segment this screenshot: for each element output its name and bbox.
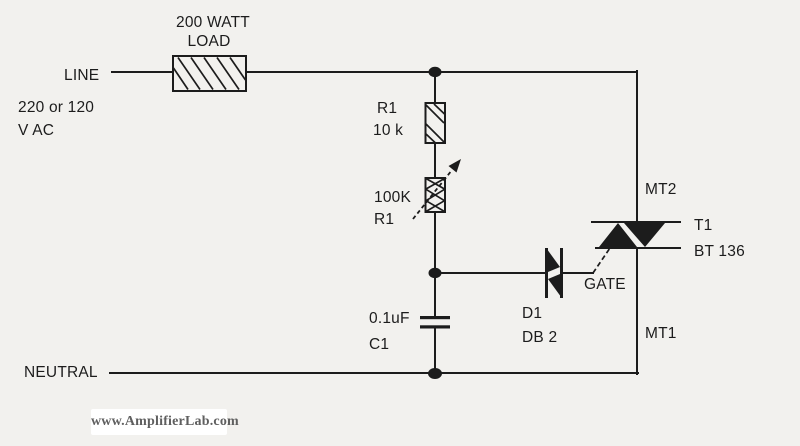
wiper-arrow-shaft <box>412 169 453 220</box>
capacitor-name-label: C1 <box>369 336 389 353</box>
labels: 200 WATT LOAD LINE 220 or 120 V AC R1 10… <box>18 14 745 381</box>
capacitor-c1-symbol <box>420 316 450 329</box>
diac-value-label: DB 2 <box>522 329 557 346</box>
line-terminal-label: LINE <box>64 67 99 84</box>
watermark: www.AmplifierLab.com <box>91 409 239 435</box>
triac-triangle-up <box>599 223 637 247</box>
resistor-r1-body <box>424 102 446 144</box>
potentiometer-name-label: R1 <box>374 211 394 228</box>
diac-triangle-upper <box>548 250 560 272</box>
load-name-label: LOAD <box>187 33 230 50</box>
triac-gate-label: GATE <box>584 276 626 293</box>
junction-dot-bottom <box>428 368 442 379</box>
diac-name-label: D1 <box>522 305 542 322</box>
triac-mt2-label: MT2 <box>645 181 677 198</box>
triac-t1-symbol <box>591 221 681 274</box>
capacitor-plate-top <box>420 316 450 320</box>
gate-lead <box>592 247 611 274</box>
junction-dot-top <box>428 66 442 78</box>
potentiometer-body <box>424 177 446 213</box>
capacitor-plate-bottom <box>420 325 450 329</box>
triac-mt1-label: MT1 <box>645 325 677 342</box>
resistor-r1-hatch <box>425 103 446 144</box>
triac-value-label: BT 136 <box>694 243 745 260</box>
junction-dot-middle <box>428 267 442 279</box>
neutral-terminal-label: NEUTRAL <box>24 364 98 381</box>
resistor-r1-value-label: 10 k <box>373 122 403 139</box>
capacitor-value-label: 0.1uF <box>369 310 410 327</box>
resistor-r1-symbol <box>424 102 446 144</box>
load-body <box>172 55 247 92</box>
potentiometer-value-label: 100K <box>374 189 411 206</box>
load-power-label: 200 WATT <box>176 14 250 31</box>
diac-d1-symbol <box>545 248 563 298</box>
resistor-r1-name-label: R1 <box>377 100 397 117</box>
triac-name-label: T1 <box>694 217 713 234</box>
potentiometer-symbol <box>412 159 461 220</box>
load-resistor-symbol <box>172 55 247 92</box>
triac-triangle-down <box>624 223 665 247</box>
wiper-arrow-head <box>448 159 461 173</box>
voltage-label-line1: 220 or 120 <box>18 99 94 116</box>
junction-dots <box>428 66 442 379</box>
diac-triangle-lower <box>548 274 560 296</box>
potentiometer-hatch <box>425 177 445 213</box>
voltage-label-line2: V AC <box>18 122 54 139</box>
load-hatch <box>172 57 247 90</box>
